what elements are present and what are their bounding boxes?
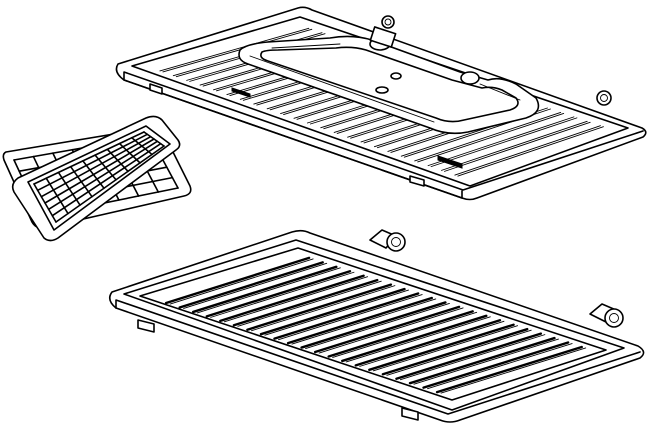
waffle-front-cell-line [36,133,149,192]
grill-clip-bottom [401,407,419,421]
plate-clip-bottom [409,175,425,187]
grill-rib [354,319,502,367]
grill-plate [108,229,645,423]
grill-rib [259,287,406,336]
grill-rib [164,256,311,305]
grill-rib [408,336,556,385]
grill-hinge-pin-left [369,229,406,252]
heating-plate-rib [454,125,601,176]
heating-plate-rim [131,16,629,187]
grill-rib [395,332,543,380]
grill-rib-edge [196,267,341,314]
heating-element-highlight [249,43,521,123]
grill-clip-left [137,319,155,333]
grill-rib [246,283,393,331]
grill-rib [178,261,324,309]
heating-plate-rib [414,111,562,162]
plate-label-block [437,155,463,169]
grill-rib-edge [413,338,559,385]
grill-plate-lip [115,299,641,415]
grill-rib [205,270,352,318]
grill-rib-edge [427,343,573,390]
grill-rib-edge [345,316,491,363]
waffle-plates [2,115,192,242]
grill-plate-basin [139,247,607,401]
grill-rib [300,301,447,349]
grill-rib-edge [318,307,464,354]
grill-rib-edge [372,325,519,372]
waffle-front-cell-line [40,135,152,198]
plate-label-block-2 [231,87,251,98]
grill-rib-edge [223,276,369,323]
grill-rib [381,327,529,376]
heating-plate-lip [123,71,644,199]
grill-rib [286,296,433,345]
heating-plate-rib-edge [417,112,565,163]
grill-rib [192,265,338,314]
waffle-front-grid [33,131,165,223]
grill-rib-edge [183,262,328,309]
grill-rib-edge [210,271,355,318]
grill-rib [232,278,379,327]
element-connector-2 [460,71,480,85]
element-post-2 [375,86,389,94]
waffle-plate-front-rim [27,125,171,231]
grill-rib-edge [237,280,382,327]
heating-element-tube-inner [260,46,519,123]
heating-plate-with-element [115,6,647,201]
grill-rib-edge [305,302,450,350]
grill-rib-edge [359,320,505,367]
element-post [390,72,402,80]
grill-rib-edge [169,258,314,305]
grill-rib [273,292,420,340]
heating-plate-rib [427,116,575,167]
waffle-front-cell-line [44,138,155,204]
grill-plate-inner-rim [123,239,625,411]
grill-rib-edge [278,294,423,341]
grill-rib-edge [264,289,409,336]
grill-rib-edge [332,311,478,358]
grill-rib [219,274,365,323]
grill-rib [341,314,488,363]
grill-rib [327,310,474,358]
grill-rib-edge [386,329,532,376]
grill-rib [368,323,515,372]
waffle-front-cell-line [55,145,165,223]
grill-rib-edge [399,334,546,381]
grill-rib-edge [291,298,437,345]
heating-plate-rib [441,120,588,171]
waffle-front-cell-line [51,142,162,217]
waffle-front-cell-line [47,140,159,211]
hinge-pin-top-left [381,15,395,29]
heating-plate-rib-edge [430,117,578,168]
plate-clip-left [149,83,163,95]
hinge-pin-top-right [596,90,612,106]
grill-rib [313,305,461,354]
grill-rib [435,345,583,394]
grill-plate-ribs [164,256,587,394]
heating-plate-rib [159,27,310,72]
grill-rib-edge [440,347,587,394]
grill-hinge-pin-right [589,303,624,328]
heating-plate-rib-edge [457,126,604,177]
grill-rib [422,341,570,389]
heating-plate-rib-edge [162,28,313,73]
heating-plate-rib-edge [444,121,591,172]
element-terminal-block [369,26,397,48]
grill-rib-edge [250,285,396,332]
waffle-front-cell-line [33,131,145,185]
